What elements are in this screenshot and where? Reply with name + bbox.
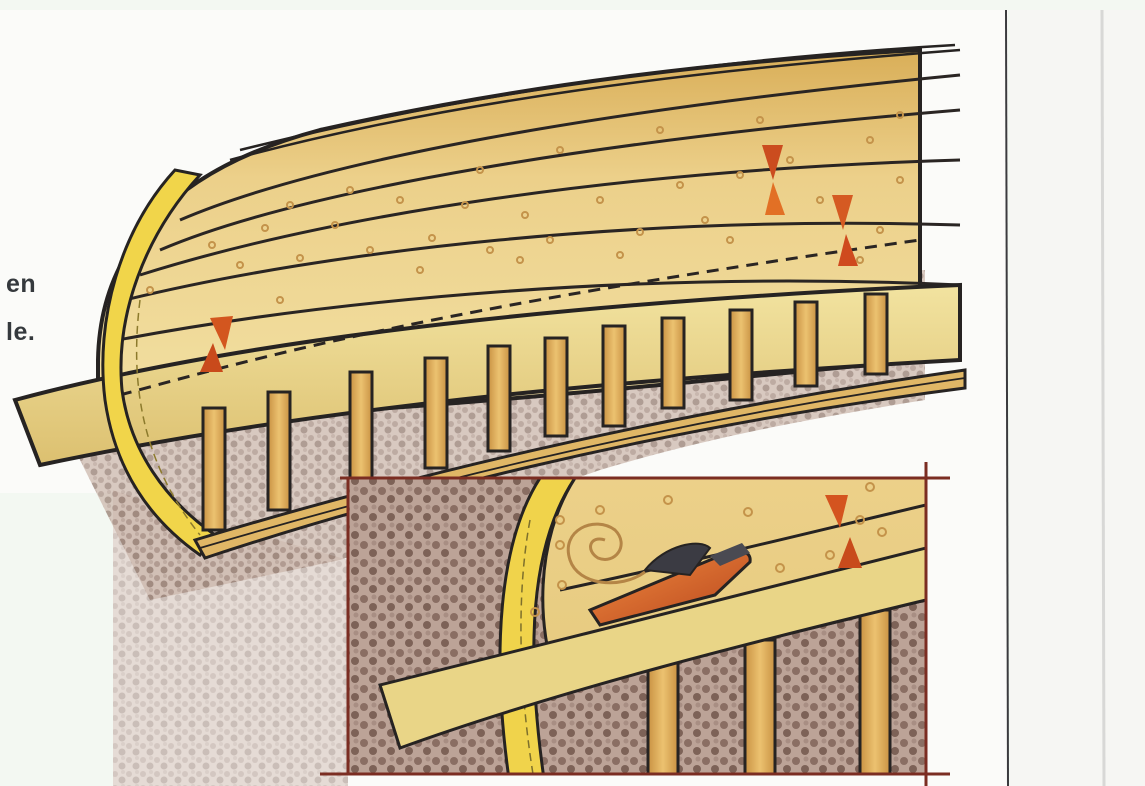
light-margin-block bbox=[0, 493, 113, 786]
text-fragment-2: le. bbox=[6, 318, 35, 347]
detail-inset bbox=[320, 462, 950, 786]
text-fragment-1: en bbox=[6, 270, 36, 299]
neighbor-page bbox=[1010, 10, 1145, 786]
neighbor-page-edge bbox=[1102, 10, 1104, 786]
